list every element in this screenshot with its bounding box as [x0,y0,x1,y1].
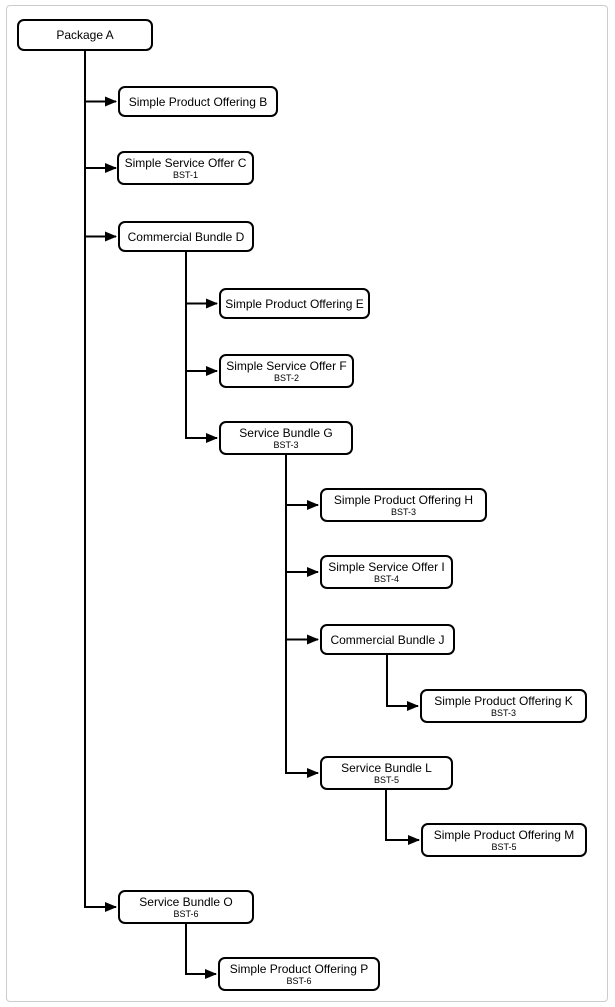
node-sublabel: BST-5 [373,774,399,785]
edge-j-k [386,655,419,711]
node-package-a[interactable]: Package A [17,19,153,51]
edge-o-p [185,924,217,979]
node-sublabel: BST-4 [373,573,399,584]
edge-d-g [185,252,218,443]
node-label: Service Bundle L [341,760,432,775]
node-simple-product-offering-m[interactable]: Simple Product Offering M BST-5 [421,823,587,857]
node-simple-service-offer-i[interactable]: Simple Service Offer I BST-4 [320,555,453,589]
node-label: Simple Service Offer C [124,155,247,170]
node-simple-product-offering-h[interactable]: Simple Product Offering H BST-3 [320,488,487,522]
node-service-bundle-l[interactable]: Service Bundle L BST-5 [320,756,453,790]
node-service-bundle-o[interactable]: Service Bundle O BST-6 [118,890,254,924]
node-sublabel: BST-1 [172,169,198,180]
node-simple-product-offering-b[interactable]: Simple Product Offering B [118,86,278,117]
node-sublabel: BST-6 [286,975,312,986]
node-sublabel: BST-5 [491,841,517,852]
node-label: Simple Service Offer I [328,559,445,574]
node-label: Simple Product Offering P [229,961,369,976]
node-sublabel: BST-3 [273,439,299,450]
node-service-bundle-g[interactable]: Service Bundle G BST-3 [219,421,353,455]
edge-l-m [385,790,420,845]
node-simple-service-offer-f[interactable]: Simple Service Offer F BST-2 [219,354,354,388]
node-simple-product-offering-k[interactable]: Simple Product Offering K BST-3 [420,689,587,723]
edge-g-l [285,455,319,778]
node-simple-product-offering-e[interactable]: Simple Product Offering E [219,288,370,319]
node-label: Simple Product Offering H [333,492,474,507]
node-sublabel: BST-3 [490,707,516,718]
node-simple-service-offer-c[interactable]: Simple Service Offer C BST-1 [117,151,254,185]
node-label: Service Bundle O [139,894,233,909]
node-label: Commercial Bundle D [127,229,245,244]
node-commercial-bundle-d[interactable]: Commercial Bundle D [118,221,254,252]
edge-a-o [84,51,117,912]
node-label: Package A [56,28,114,42]
node-label: Simple Product Offering E [225,296,364,311]
node-simple-product-offering-p[interactable]: Simple Product Offering P BST-6 [218,957,380,991]
node-commercial-bundle-j[interactable]: Commercial Bundle J [320,624,455,655]
node-label: Commercial Bundle J [330,632,445,647]
node-label: Simple Product Offering M [433,827,575,842]
node-label: Service Bundle G [239,425,333,440]
node-sublabel: BST-6 [173,908,199,919]
node-label: Simple Product Offering B [128,94,268,109]
node-label: Simple Product Offering K [434,693,573,708]
node-sublabel: BST-3 [390,506,416,517]
node-sublabel: BST-2 [273,372,299,383]
node-label: Simple Service Offer F [226,358,347,373]
